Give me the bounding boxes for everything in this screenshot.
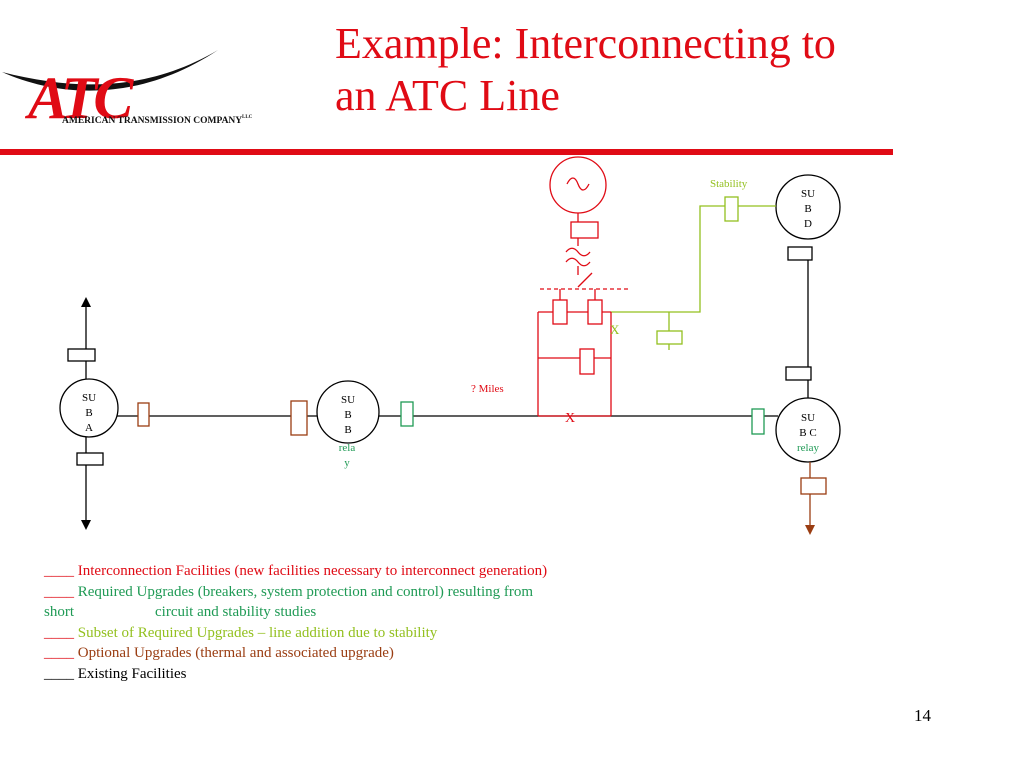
legend-required-line: ____ xyxy=(44,583,78,600)
sub-d-label-2: B xyxy=(804,203,811,215)
fault-marker-lower: X xyxy=(565,411,575,426)
slide-title: Example: Interconnecting to an ATC Line xyxy=(335,18,975,122)
sub-c-optional-breaker xyxy=(800,477,827,495)
sub-d-label-3: D xyxy=(804,218,812,230)
sub-b-label: SU B B rela y xyxy=(339,394,356,469)
legend-existing: ____ Existing Facilities xyxy=(44,664,684,685)
title-underline xyxy=(0,149,893,155)
legend-optional: ____ Optional Upgrades (thermal and asso… xyxy=(44,643,684,664)
title-line-2: an ATC Line xyxy=(335,71,560,120)
existing-facilities xyxy=(59,174,841,530)
logo-company: AMERICAN TRANSMISSION COMPANY xyxy=(62,116,242,126)
optional-upgrades xyxy=(137,400,827,535)
sub-b-label-2: B xyxy=(344,409,351,421)
sub-c-label: SU B C relay xyxy=(797,412,819,454)
sub-a-label: SU B A xyxy=(82,392,96,434)
legend: ____ Interconnection Facilities (new fac… xyxy=(44,561,684,684)
legend-required-text: Required Upgrades (breakers, system prot… xyxy=(77,583,534,600)
fault-marker-upper: X xyxy=(610,322,620,337)
sub-a-circle xyxy=(59,378,119,438)
gen-breaker xyxy=(570,221,599,239)
sub-a-breaker-top xyxy=(67,348,96,362)
sub-b-relay-1: rela xyxy=(339,442,356,454)
sub-a-label-1: SU xyxy=(82,392,96,404)
sub-c-circle xyxy=(775,397,841,463)
sub-b-label-3: B xyxy=(344,424,351,436)
transformer-icon xyxy=(565,247,591,267)
legend-required: ____ Required Upgrades (breakers, system… xyxy=(44,582,684,603)
legend-stability-line: ____ xyxy=(44,624,78,641)
sub-a-label-2: B xyxy=(85,407,92,419)
legend-interconnection: ____ Interconnection Facilities (new fac… xyxy=(44,561,684,582)
generator-sine-icon xyxy=(566,177,590,191)
legend-stability-text: Subset of Required Upgrades – line addit… xyxy=(77,624,438,641)
legend-interconnection-text: Interconnection Facilities (new faciliti… xyxy=(77,563,548,579)
legend-interconnection-line: ____ xyxy=(44,563,78,579)
miles-label: ? Miles xyxy=(471,383,504,395)
sub-b-relay-2: y xyxy=(344,457,350,469)
stability-line xyxy=(611,205,776,313)
legend-existing-text: Existing Facilities xyxy=(77,665,187,682)
legend-required-cont-text: circuit and stability studies xyxy=(155,604,317,620)
sub-c-breaker-top xyxy=(785,366,812,381)
ring-breaker-3 xyxy=(579,348,595,375)
sub-c-label-1: SU xyxy=(801,412,815,424)
legend-stability: ____ Subset of Required Upgrades – line … xyxy=(44,623,684,644)
ring-breaker-1 xyxy=(552,299,568,325)
legend-optional-text: Optional Upgrades (thermal and associate… xyxy=(77,645,394,661)
title-line-1: Example: Interconnecting to xyxy=(335,19,836,68)
logo-suffix: LLC xyxy=(242,115,253,120)
atc-logo: ATC AMERICAN TRANSMISSION COMPANY LLC xyxy=(2,50,253,131)
sub-b-circle xyxy=(316,380,380,444)
stability-label: Stability xyxy=(710,178,748,190)
stability-breaker-sub-d xyxy=(724,196,739,222)
sub-a-optional-breaker xyxy=(137,402,150,427)
stability-upgrades xyxy=(611,196,776,350)
sub-d-label: SU B D xyxy=(801,188,815,230)
sub-b-optional-breaker xyxy=(290,400,308,436)
sub-c-relay: relay xyxy=(797,442,819,454)
sub-c-label-2: B C xyxy=(799,427,816,439)
sub-c-required-breaker xyxy=(751,408,765,435)
sub-d-circle xyxy=(775,174,841,240)
sub-a-label-3: A xyxy=(85,422,93,434)
logo-letters: ATC xyxy=(24,65,134,131)
disconnect-switch-icon xyxy=(577,272,593,288)
interconnection-facilities xyxy=(537,156,628,417)
legend-required-continued: short circuit and stability studies xyxy=(44,602,684,623)
sub-d-breaker xyxy=(787,246,813,261)
page-number: 14 xyxy=(914,706,931,725)
stability-breaker-tap xyxy=(656,330,683,345)
legend-existing-line: ____ xyxy=(44,665,78,682)
sub-d-label-1: SU xyxy=(801,188,815,200)
legend-optional-line: ____ xyxy=(44,645,78,661)
sub-b-label-1: SU xyxy=(341,394,355,406)
required-upgrades xyxy=(400,401,765,435)
sub-b-required-breaker xyxy=(400,401,414,427)
legend-required-cont-prefix: short xyxy=(44,604,74,620)
sub-a-breaker-bottom xyxy=(76,452,104,466)
ring-breaker-2 xyxy=(587,299,603,325)
